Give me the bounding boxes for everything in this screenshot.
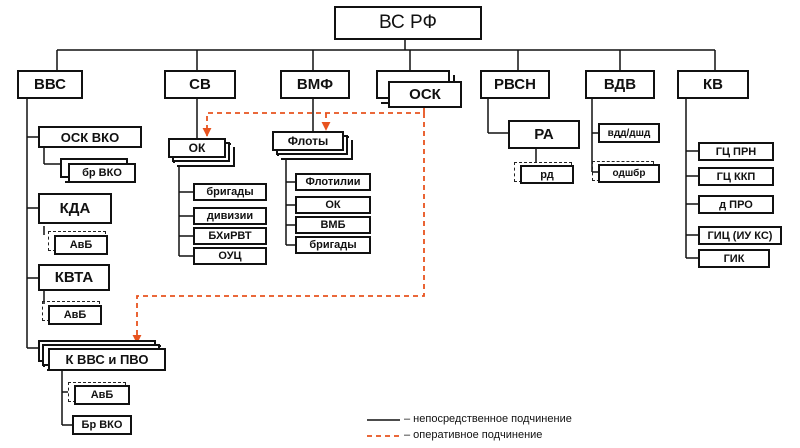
vvs-k-br-vko: Бр ВКО [72, 415, 132, 435]
branch-rvsn: РВСН [480, 70, 550, 99]
branch-vdv: ВДВ [585, 70, 655, 99]
vdv-odshbr: одшбр [598, 164, 660, 183]
sv-item-oucz: ОУЦ [193, 247, 267, 265]
vvs-kda-avb: АвБ [54, 235, 108, 255]
vvs-osk-vko: ОСК ВКО [38, 126, 142, 148]
vvs-kda: КДА [38, 193, 112, 224]
kv-item-gc-prn: ГЦ ПРН [698, 142, 774, 161]
kv-item-gc-kkp: ГЦ ККП [698, 167, 774, 186]
vmf-item-brigady: бригады [295, 236, 371, 254]
rvsn-rd: рд [520, 165, 574, 184]
vvs-k-avb: АвБ [74, 385, 130, 405]
sv-ok: ОК [168, 138, 226, 158]
vmf-floty: Флоты [272, 131, 344, 151]
vmf-item-ok: ОК [295, 196, 371, 214]
operational-subordination-lines [132, 108, 425, 437]
vmf-item-vmb: ВМБ [295, 216, 371, 234]
vvs-k-vvs-pvo: К ВВС и ПВО [48, 348, 166, 371]
branch-vmf: ВМФ [280, 70, 350, 99]
vvs-kvta-avb: АвБ [48, 305, 102, 325]
vvs-br-vko: бр ВКО [68, 163, 136, 183]
direct-subordination-lines [26, 40, 716, 426]
kv-item-gic: ГИЦ (ИУ КС) [698, 226, 782, 245]
legend-direct: – непосредственное подчинение [404, 413, 572, 425]
sv-item-divizii: дивизии [193, 207, 267, 225]
rvsn-ra: РА [508, 120, 580, 149]
branch-vvs: ВВС [17, 70, 83, 99]
vvs-kvta: КВТА [38, 264, 110, 291]
vdv-vdd-dshd: вдд/дшд [598, 123, 660, 143]
root-box-vs-rf: ВС РФ [334, 6, 482, 40]
branch-osk: ОСК [388, 81, 462, 108]
kv-item-d-pro: д ПРО [698, 195, 774, 214]
branch-kv: КВ [677, 70, 749, 99]
sv-item-bkhirvt: БХиРВТ [193, 227, 267, 245]
kv-item-gik: ГИК [698, 249, 770, 268]
sv-item-brigady: бригады [193, 183, 267, 201]
vmf-item-flotilii: Флотилии [295, 173, 371, 191]
branch-sv: СВ [164, 70, 236, 99]
legend-operational: – оперативное подчинение [404, 429, 543, 441]
